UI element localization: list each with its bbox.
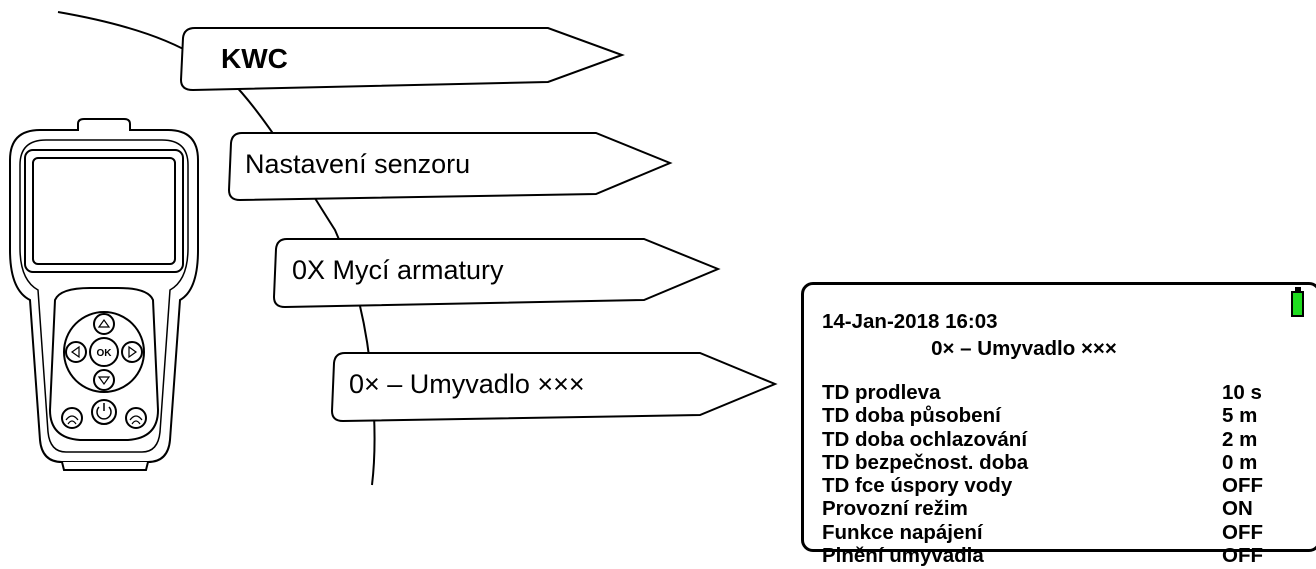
setting-value: OFF <box>1222 474 1263 498</box>
settings-row: Funkce napájení OFF <box>804 520 1316 546</box>
settings-row: TD prodleva 10 s <box>804 381 1316 406</box>
setting-value: 2 m <box>1222 427 1258 451</box>
battery-icon <box>1291 287 1304 317</box>
menu-flag-umyvadlo <box>330 352 778 423</box>
setting-value: ON <box>1222 497 1253 521</box>
setting-value: OFF <box>1222 520 1263 544</box>
menu-item-myci-armatury: 0X Mycí armatury <box>292 255 504 285</box>
setting-value: 5 m <box>1222 404 1258 428</box>
down-arrow-icon <box>97 376 111 386</box>
menu-item-umyvadlo: 0× – Umyvadlo ××× <box>349 369 585 399</box>
settings-row: TD doba ochlazování 2 m <box>804 427 1316 453</box>
ok-button-label: OK <box>97 348 113 359</box>
settings-list: TD prodleva 10 s TD doba působení 5 m TD… <box>804 381 1316 569</box>
menu-item-nastaveni-senzoru: Nastavení senzoru <box>245 149 471 179</box>
setting-label: Plnění umyvadla <box>822 544 984 568</box>
screen-datetime: 14-Jan-2018 16:03 <box>822 310 998 333</box>
remote-screen <box>32 157 176 265</box>
left-arrow-icon <box>70 345 80 359</box>
right-function-button[interactable] <box>125 407 147 429</box>
device-screen-panel: 14-Jan-2018 16:03 0× – Umyvadlo ××× TD p… <box>801 282 1316 566</box>
menu-flag-armatury <box>272 238 721 309</box>
setting-label: TD doba ochlazování <box>822 427 1028 451</box>
menu-item-kwc: KWC <box>221 43 288 74</box>
power-icon <box>96 403 112 420</box>
settings-row: TD fce úspory vody OFF <box>804 476 1316 499</box>
settings-row: TD doba působení 5 m <box>804 406 1316 429</box>
remote-top-cap <box>77 118 131 131</box>
settings-row: Provozní režim ON <box>804 499 1316 522</box>
setting-label: Funkce napájení <box>822 520 983 544</box>
setting-value: 0 m <box>1222 450 1258 474</box>
ok-button[interactable] <box>89 337 119 367</box>
setting-label: TD doba působení <box>822 404 1001 428</box>
screen-title: 0× – Umyvadlo ××× <box>931 337 1117 360</box>
up-arrow-icon <box>97 318 111 328</box>
right-arrow-icon <box>128 345 138 359</box>
menu-flag-nastaveni <box>227 132 673 202</box>
menu-flag-kwc <box>179 27 625 92</box>
menu-diagram: OK <box>9 11 778 486</box>
settings-row: TD bezpečnost. doba 0 m <box>804 450 1316 476</box>
setting-label: TD prodleva <box>822 381 941 404</box>
setting-label: TD bezpečnost. doba <box>822 450 1029 474</box>
wave-left-icon <box>65 415 79 425</box>
setting-label: Provozní režim <box>822 497 968 521</box>
remote-foot <box>61 461 149 471</box>
setting-value: 10 s <box>1222 381 1262 404</box>
remote-device <box>9 118 199 471</box>
power-button[interactable] <box>91 399 117 425</box>
settings-row: Plnění umyvadla OFF <box>804 546 1316 569</box>
setting-value: OFF <box>1222 544 1263 568</box>
setting-label: TD fce úspory vody <box>822 474 1013 498</box>
wifi-right-icon <box>129 415 143 425</box>
left-function-button[interactable] <box>61 407 83 429</box>
